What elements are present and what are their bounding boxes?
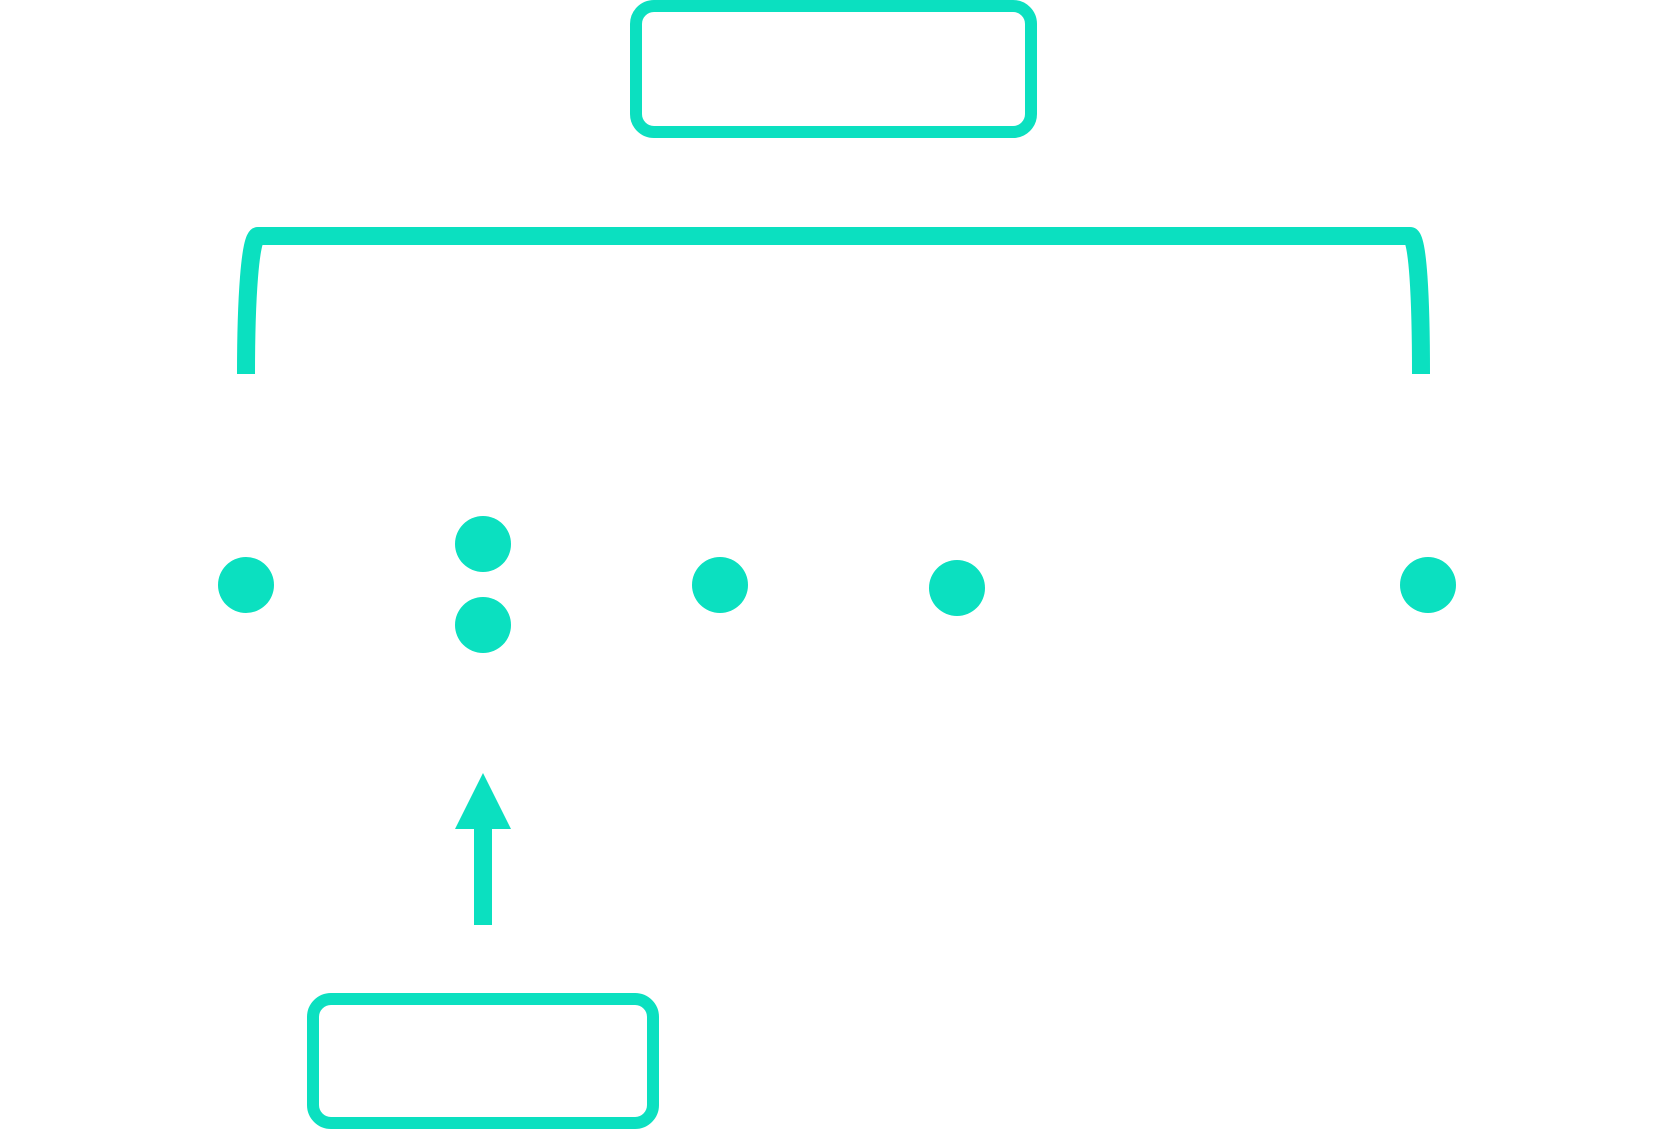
node-1 (218, 557, 274, 613)
node-2b (455, 597, 511, 653)
top-box (630, 0, 1037, 138)
node-3 (692, 557, 748, 613)
node-4 (929, 560, 985, 616)
bottom-box (307, 993, 659, 1129)
up-arrow-icon (455, 773, 511, 925)
node-5 (1400, 557, 1456, 613)
bracket (237, 227, 1430, 375)
node-2a (455, 516, 511, 572)
